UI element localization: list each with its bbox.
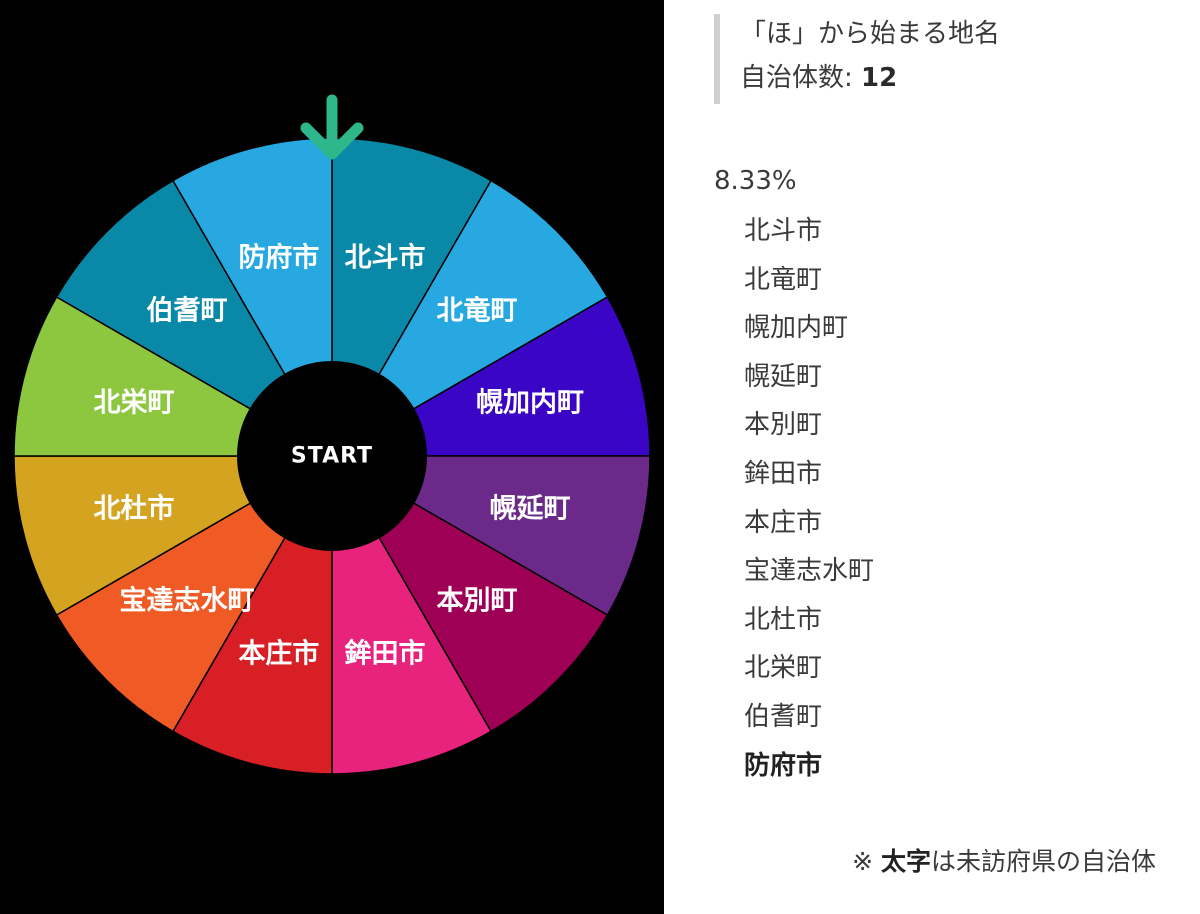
list-item: 北杜市 — [744, 604, 823, 635]
list-item: 幌加内町 — [744, 313, 849, 344]
wheel-segment-label: 幌加内町 — [476, 387, 584, 418]
footnote-bold-word: 太字 — [880, 847, 931, 876]
wheel-segment-label: 防府市 — [238, 241, 319, 273]
wheel-segment — [329, 453, 609, 733]
footnote-suffix: は未訪府県の自治体 — [930, 847, 1156, 876]
wheel-segment — [55, 453, 335, 733]
list-item: 北竜町 — [744, 264, 823, 295]
header-block: 「ほ」から始まる地名 自治体数: 12 — [714, 14, 1000, 104]
info-panel: 「ほ」から始まる地名 自治体数: 12 8.33% 北斗市北竜町幌加内町幌延町本… — [664, 0, 1200, 914]
count-value: 12 — [861, 63, 898, 93]
list-item: 伯耆町 — [744, 701, 823, 732]
wheel-segment-label: 本庄市 — [238, 638, 319, 670]
municipality-count: 自治体数: 12 — [740, 58, 1000, 98]
municipality-list: 北斗市北竜町幌加内町幌延町本別町鉾田市本庄市宝達志水町北杜市北栄町伯耆町防府市 — [744, 207, 874, 790]
wheel-segment-label: 北竜町 — [436, 295, 517, 327]
list-item: 宝達志水町 — [744, 556, 875, 587]
roulette-panel: 北斗市北竜町幌加内町幌延町本別町鉾田市本庄市 宝達志水町 北杜市 北栄町 伯耆町防府市 S… — [0, 0, 664, 914]
wheel-segment-label: 幌延町 — [490, 494, 571, 525]
wheel-segment-label: 北栄町 — [93, 387, 174, 418]
list-item: 鉾田市 — [744, 458, 823, 489]
wheel-segment — [55, 179, 335, 459]
footnote: ※ 太字は未訪府県の自治体 — [852, 842, 1156, 882]
category-title: 「ほ」から始まる地名 — [740, 19, 1001, 49]
list-item: 北栄町 — [744, 653, 823, 684]
list-item: 北斗市 — [744, 216, 823, 246]
wheel-segment-label: 北杜市 — [93, 493, 174, 525]
wheel-segment-label: 伯耆町 — [147, 296, 228, 327]
probability-percent: 8.33% — [714, 166, 797, 196]
arrow-down-icon — [300, 94, 364, 160]
wheel-segment-label: 鉾田市 — [345, 638, 426, 670]
wheel-segment-label: 宝達志水町 — [120, 584, 255, 616]
list-item: 本別町 — [744, 410, 823, 441]
wheel-segment — [329, 179, 609, 459]
count-label: 自治体数: — [740, 63, 862, 93]
list-item: 本庄市 — [744, 507, 823, 538]
start-label[interactable]: START — [291, 444, 373, 469]
list-item: 幌延町 — [744, 361, 823, 392]
list-item: 防府市 — [744, 750, 823, 781]
wheel-segment-label: 本別町 — [436, 585, 517, 616]
wheel-segment-label: 北斗市 — [345, 241, 426, 273]
footnote-prefix: ※ — [852, 847, 881, 876]
start-button[interactable] — [237, 361, 427, 551]
